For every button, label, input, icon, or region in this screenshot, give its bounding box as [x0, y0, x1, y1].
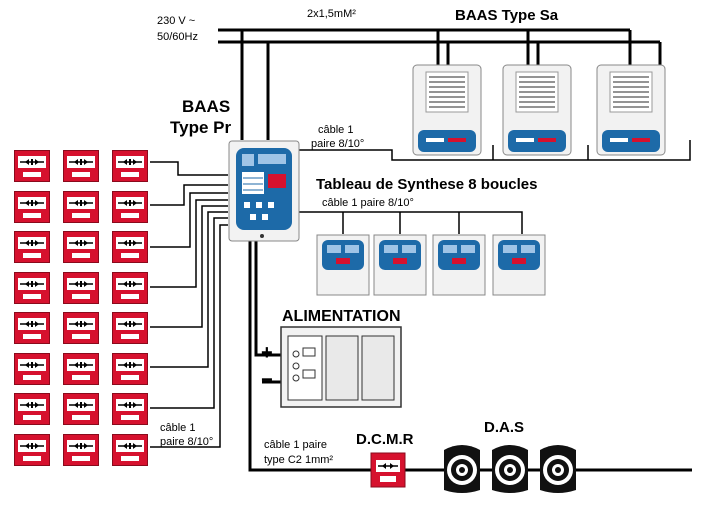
manual-call-point [112, 312, 148, 344]
baas-pr-title-2: Type Pr [170, 118, 232, 137]
voltage-label: 230 V ~ [157, 15, 196, 27]
manual-call-point [14, 191, 50, 223]
manual-call-point [14, 272, 50, 304]
dcmr-cable-label-2: type C2 1mm² [264, 454, 334, 466]
minus-sign: − [261, 369, 273, 391]
callpoint-cable-label-2: paire 8/10° [160, 436, 214, 448]
dcmr-cable-label-1: câble 1 paire [264, 439, 327, 451]
manual-call-point [14, 150, 50, 182]
baas-sa-title: BAAS Type Sa [455, 7, 559, 24]
das-device [492, 445, 528, 493]
manual-call-point [14, 434, 50, 466]
baas-sa-unit [596, 64, 666, 156]
manual-call-point [14, 393, 50, 425]
synthesis-cable-label: câble 1 paire 8/10° [322, 197, 414, 209]
alimentation-title: ALIMENTATION [282, 308, 401, 325]
manual-call-point [63, 434, 99, 466]
das-device [540, 445, 576, 493]
manual-call-point [14, 312, 50, 344]
frequency-label: 50/60Hz [157, 31, 198, 43]
das-device [444, 445, 480, 493]
manual-call-point [112, 231, 148, 263]
manual-call-point [112, 353, 148, 385]
sa-cable-label-1: câble 1 [318, 124, 354, 136]
baas-pr-title-1: BAAS [182, 97, 231, 116]
synthesis-panel [316, 234, 370, 296]
baas-sa-unit [412, 64, 482, 156]
synthesis-panel [492, 234, 546, 296]
das-title: D.A.S [484, 419, 525, 436]
power-supply [280, 326, 402, 408]
callpoint-cable-label-1: câble 1 [160, 422, 196, 434]
manual-call-point [14, 353, 50, 385]
manual-call-point [63, 353, 99, 385]
plus-sign: + [261, 342, 273, 364]
synthesis-title: Tableau de Synthese 8 boucles [316, 176, 538, 193]
synthesis-panel [432, 234, 486, 296]
mains-cable-label: 2x1,5mM² [307, 8, 356, 20]
synthesis-panel [373, 234, 427, 296]
manual-call-point [112, 150, 148, 182]
dcmr-title: D.C.M.R [356, 431, 414, 448]
manual-call-point [63, 150, 99, 182]
manual-call-point [112, 393, 148, 425]
baas-sa-unit [502, 64, 572, 156]
manual-call-point [63, 312, 99, 344]
manual-call-point [112, 434, 148, 466]
sa-cable-label-2: paire 8/10° [311, 138, 365, 150]
manual-call-point [112, 272, 148, 304]
manual-call-point [14, 231, 50, 263]
manual-call-point [112, 191, 148, 223]
manual-call-point [63, 272, 99, 304]
dcmr-call-point [370, 452, 406, 488]
manual-call-point [63, 191, 99, 223]
manual-call-point [63, 231, 99, 263]
baas-pr-panel [228, 140, 300, 242]
manual-call-point [63, 393, 99, 425]
